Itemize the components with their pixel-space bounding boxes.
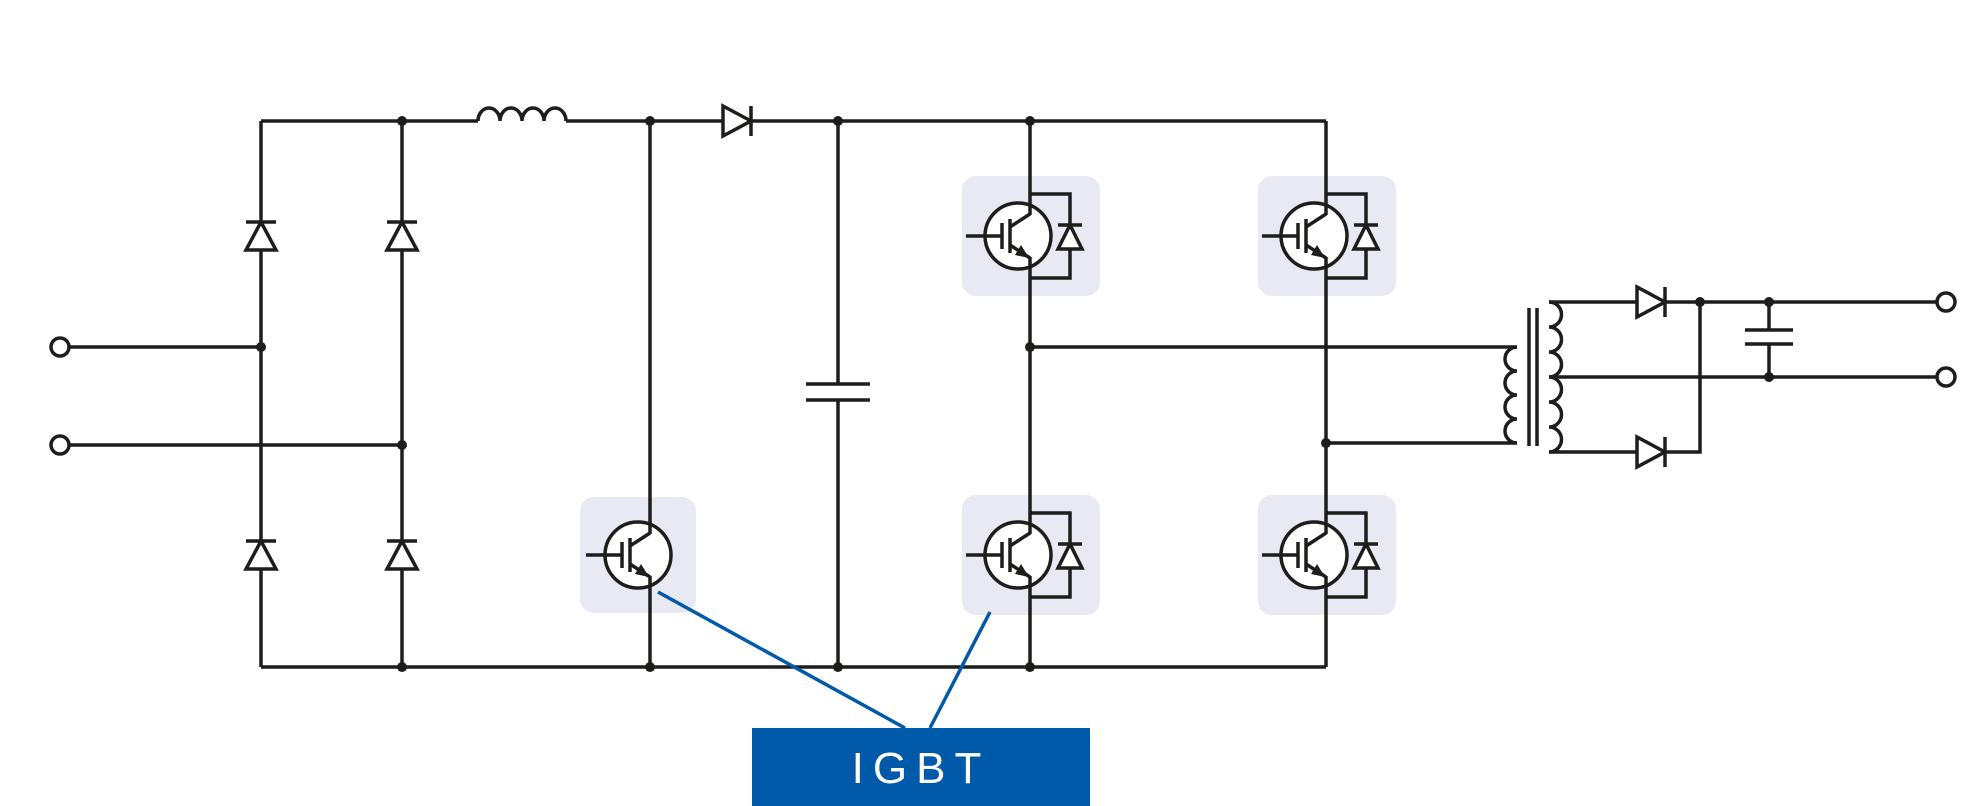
junction-dot [1321, 438, 1331, 448]
pfc-igbt [584, 121, 673, 667]
junction-dot [645, 116, 655, 126]
junction-dots [256, 116, 1774, 672]
bridge-diode-bottom-left [244, 539, 278, 571]
igbt-callout: IGBT [657, 590, 1090, 806]
bridge-rectifier [244, 121, 419, 667]
junction-dot [1695, 297, 1705, 307]
boost-diode-symbol [721, 104, 753, 138]
junction-dot [1764, 372, 1774, 382]
igbt-label-text: IGBT [852, 744, 991, 793]
junction-dot [645, 662, 655, 672]
inductor-coil [476, 106, 568, 122]
junction-dot [1025, 342, 1035, 352]
transformer-primary-coil [1503, 345, 1518, 445]
wire-secondary-bottom [1549, 302, 1702, 454]
dc-bus [261, 119, 1326, 669]
junction-dot [256, 342, 266, 352]
ac-input [49, 336, 402, 456]
callout-line-to-bridge-igbt [928, 611, 992, 729]
callout-line-to-pfc-igbt [657, 590, 906, 730]
junction-dot [397, 440, 407, 450]
bridge-diode-top-left [244, 220, 278, 252]
input-terminal-top [49, 336, 71, 358]
junction-dot [1025, 662, 1035, 672]
bridge-diode-bottom-right [385, 539, 419, 571]
inverter-bridge [966, 121, 1517, 667]
output-terminal-bottom [1935, 366, 1957, 388]
dc-output [1549, 291, 1957, 388]
output-terminal-top [1935, 291, 1957, 313]
junction-dot [833, 116, 843, 126]
junction-dot [1025, 116, 1035, 126]
boost-inductor [476, 106, 568, 122]
input-terminal-bottom [49, 434, 71, 456]
junction-dot [833, 662, 843, 672]
junction-dot [1764, 297, 1774, 307]
output-rectifier [1549, 285, 1938, 469]
junction-dot [397, 662, 407, 672]
igbt-label-box [752, 728, 1090, 806]
boost-diode [721, 104, 753, 138]
junction-dot [397, 116, 407, 126]
bridge-diode-top-right [385, 220, 419, 252]
dc-link-capacitor [806, 121, 870, 667]
output-diode-bottom [1635, 435, 1667, 469]
output-diode-top [1635, 285, 1667, 319]
